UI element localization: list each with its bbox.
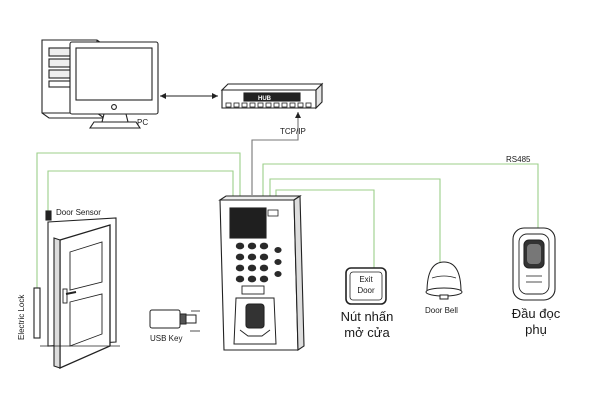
tcpip-label: TCP/IP (280, 127, 306, 136)
fingerprint-sensor (245, 303, 265, 329)
exit-button-text-1: Exit (359, 275, 373, 284)
exit-button-caption-line2: mở cửa (344, 325, 390, 340)
pc-label: PC (137, 118, 149, 127)
door-bell-label: Door Bell (425, 306, 458, 315)
usb-key-illustration (149, 309, 200, 332)
electric-lock-bar (33, 287, 41, 339)
door-sensor-label: Door Sensor (56, 208, 101, 217)
usb-key-label: USB Key (150, 334, 183, 343)
rs485-wire (262, 163, 539, 228)
electric-lock-label: Electric Lock (17, 294, 26, 340)
sub-reader-caption-line2: phụ (525, 322, 547, 337)
tcpip-wire (251, 112, 299, 195)
door-bell-illustration (425, 261, 463, 300)
hub-label: HUB (258, 96, 271, 102)
sub-reader-caption-line1: Đầu đọc (511, 306, 561, 321)
terminal-illustration (218, 194, 305, 352)
pc-illustration (41, 39, 159, 129)
sub-reader-illustration (512, 227, 556, 301)
exit-button-wire (275, 189, 375, 268)
rs485-label: RS485 (506, 155, 531, 164)
lock-wire (36, 152, 241, 290)
exit-button-text-2: Door (357, 286, 375, 295)
hub-illustration (220, 82, 324, 110)
exit-button-caption-line1: Nút nhấn (340, 309, 394, 324)
door-illustration (33, 210, 120, 369)
door-sensor-wire (47, 170, 234, 213)
wires (36, 93, 539, 290)
terminal-screen (229, 207, 267, 239)
exit-button-illustration (345, 267, 387, 305)
terminal-keypad (235, 242, 282, 283)
door-sensor-block (45, 210, 52, 221)
door-bell-wire (269, 178, 441, 262)
